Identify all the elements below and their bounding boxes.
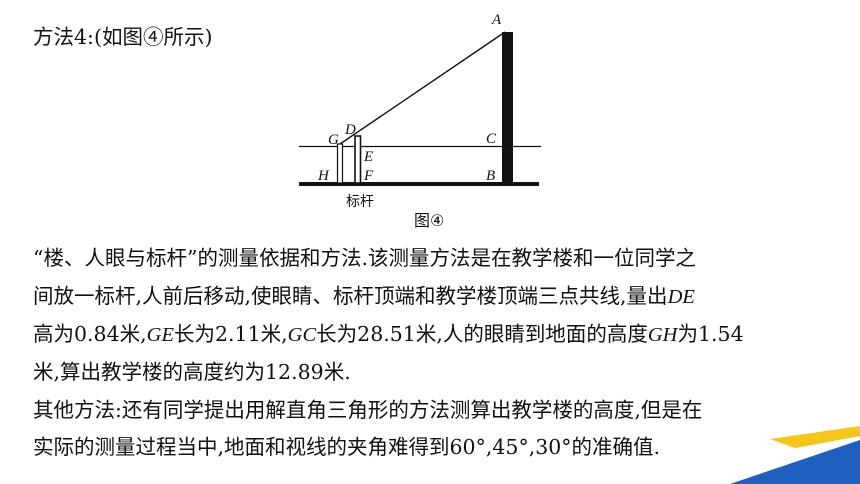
var-de: DE	[667, 286, 695, 308]
ground-line	[299, 182, 539, 186]
line3-seg-6: 为1.54	[677, 322, 744, 346]
paragraph1-line4: 米,算出教学楼的高度约为12.89米.	[33, 360, 351, 384]
label-c: C	[486, 131, 497, 147]
var-gc: GC	[287, 324, 317, 346]
pole-caption: 标杆	[346, 194, 374, 210]
paragraph1-line2-text: 间放一标杆,人前后移动,使眼睛、标杆顶端和教学楼顶端三点共线,量出	[33, 284, 668, 308]
paragraph2-line1: 其他方法:还有同学提出用解直角三角形的方法测算出教学楼的高度,但是在	[33, 398, 703, 422]
method-heading: 方法4:(如图④所示)	[33, 25, 213, 49]
label-f: F	[363, 168, 374, 184]
blue-band	[730, 440, 860, 484]
paragraph1-line1: “楼、人眼与标杆”的测量依据和方法.该测量方法是在教学楼和一位同学之	[33, 246, 696, 270]
var-ge: GE	[146, 324, 174, 346]
paragraph1-line3: 高为0.84米,GE长为2.11米,GC长为28.51米,人的眼睛到地面的高度G…	[33, 319, 744, 350]
corner-decoration	[730, 426, 860, 484]
person	[336, 143, 344, 184]
label-e: E	[363, 149, 373, 165]
label-b: B	[486, 168, 495, 184]
label-d: D	[344, 122, 356, 138]
line3-seg-0: 高为0.84米,	[33, 322, 147, 346]
label-h: H	[317, 168, 330, 184]
building	[502, 32, 513, 184]
paragraph2-line2: 实际的测量过程当中,地面和视线的夹角难得到60°,45°,30°的准确值.	[33, 435, 661, 459]
pole	[354, 135, 362, 184]
paragraph1-line2: 间放一标杆,人前后移动,使眼睛、标杆顶端和教学楼顶端三点共线,量出DE	[33, 281, 695, 312]
label-a: A	[491, 12, 502, 28]
var-gh: GH	[647, 324, 678, 346]
sight-line	[339, 31, 506, 145]
line3-seg-4: 长为28.51米,人的眼睛到地面的高度	[316, 322, 648, 346]
yellow-band	[770, 426, 860, 448]
line3-seg-2: 长为2.11米,	[174, 322, 288, 346]
figure-caption: 图④	[414, 211, 444, 230]
label-g: G	[328, 132, 339, 148]
